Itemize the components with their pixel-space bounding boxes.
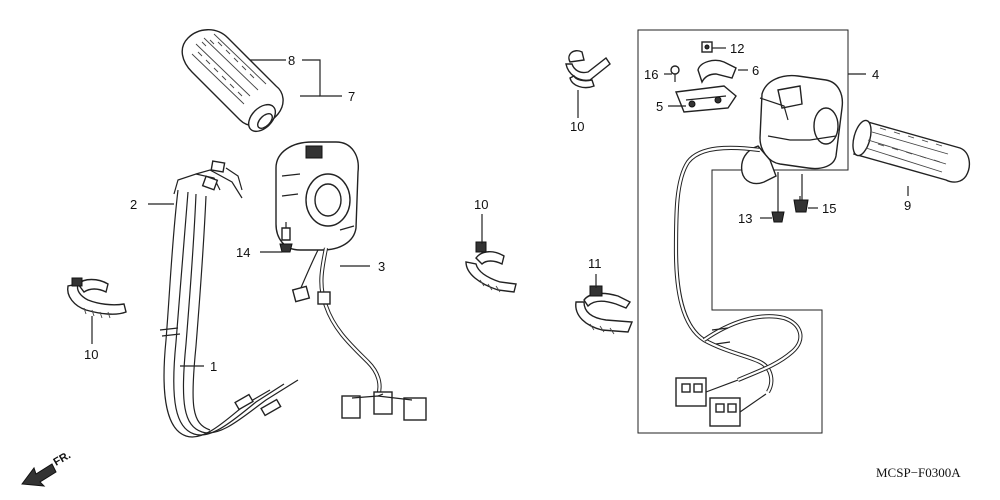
callout-10-middle: 10 <box>474 197 488 212</box>
throttle-grip-part-7 <box>181 29 284 133</box>
callout-13: 13 <box>738 211 752 226</box>
callout-3: 3 <box>378 259 385 274</box>
callout-16: 16 <box>644 67 658 82</box>
left-switch-part-3 <box>275 141 427 421</box>
callout-11: 11 <box>588 256 602 271</box>
right-harness <box>673 145 803 427</box>
callout-14: 14 <box>236 245 250 260</box>
callout-8: 8 <box>288 53 295 68</box>
callout-12: 12 <box>730 41 744 56</box>
nut-part-12 <box>701 41 713 53</box>
right-switch-part-4 <box>740 74 844 185</box>
callout-9: 9 <box>904 198 911 213</box>
bracket-part-6 <box>697 59 737 84</box>
band-clamp-part-10-upper <box>565 50 611 89</box>
callout-2: 2 <box>130 197 137 212</box>
band-clamp-part-11 <box>575 285 634 335</box>
callout-4: 4 <box>872 67 879 82</box>
leader-7 <box>302 59 342 97</box>
band-clamp-part-10-middle <box>465 241 517 293</box>
screw-part-13 <box>771 172 785 223</box>
callout-7: 7 <box>348 89 355 104</box>
assembly-frame-4 <box>637 29 849 434</box>
leader-lines <box>91 47 909 367</box>
front-label: FR. <box>52 449 73 468</box>
right-grip-part-9 <box>852 119 971 183</box>
screw-part-16 <box>670 65 680 82</box>
throttle-cables-part-1-2 <box>159 160 299 438</box>
drawing-code: MCSP−F0300A <box>876 465 961 480</box>
callout-6: 6 <box>752 63 759 78</box>
callout-5: 5 <box>656 99 663 114</box>
bracket-part-5 <box>675 85 737 113</box>
band-clamp-part-10-left <box>67 277 127 319</box>
callout-10-left: 10 <box>84 347 98 362</box>
front-direction-marker: FR. <box>21 449 73 487</box>
front-arrow-icon <box>21 463 57 487</box>
callout-10-upper: 10 <box>570 119 584 134</box>
callout-15: 15 <box>822 201 836 216</box>
callout-1: 1 <box>210 359 217 374</box>
screw-part-15 <box>793 174 809 213</box>
screw-part-14 <box>279 222 293 253</box>
